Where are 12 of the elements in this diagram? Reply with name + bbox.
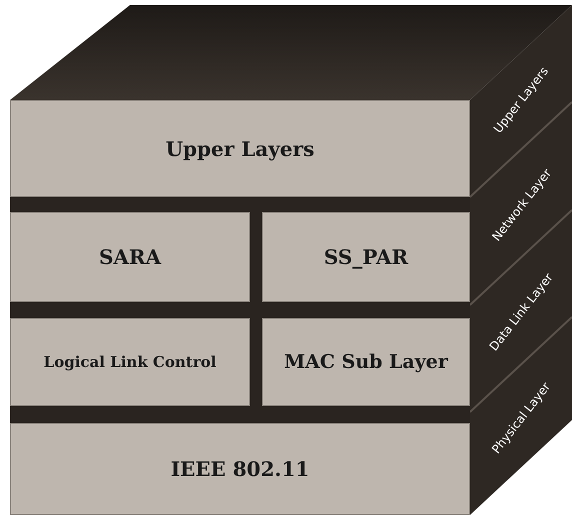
layer-name: SS_PAR (324, 245, 408, 269)
layer-name: Upper Layers (166, 136, 314, 160)
layer-block (262, 212, 470, 302)
layer-name: MAC Sub Layer (284, 351, 448, 373)
layer-block (10, 100, 470, 197)
layer-block (10, 212, 250, 302)
layer-name: IEEE 802.11 (170, 457, 310, 481)
layer-block (262, 318, 470, 406)
layer-block (10, 423, 470, 515)
layer-name: Logical Link Control (44, 353, 216, 371)
layer-block (10, 318, 250, 406)
layer-name: SARA (98, 245, 162, 269)
